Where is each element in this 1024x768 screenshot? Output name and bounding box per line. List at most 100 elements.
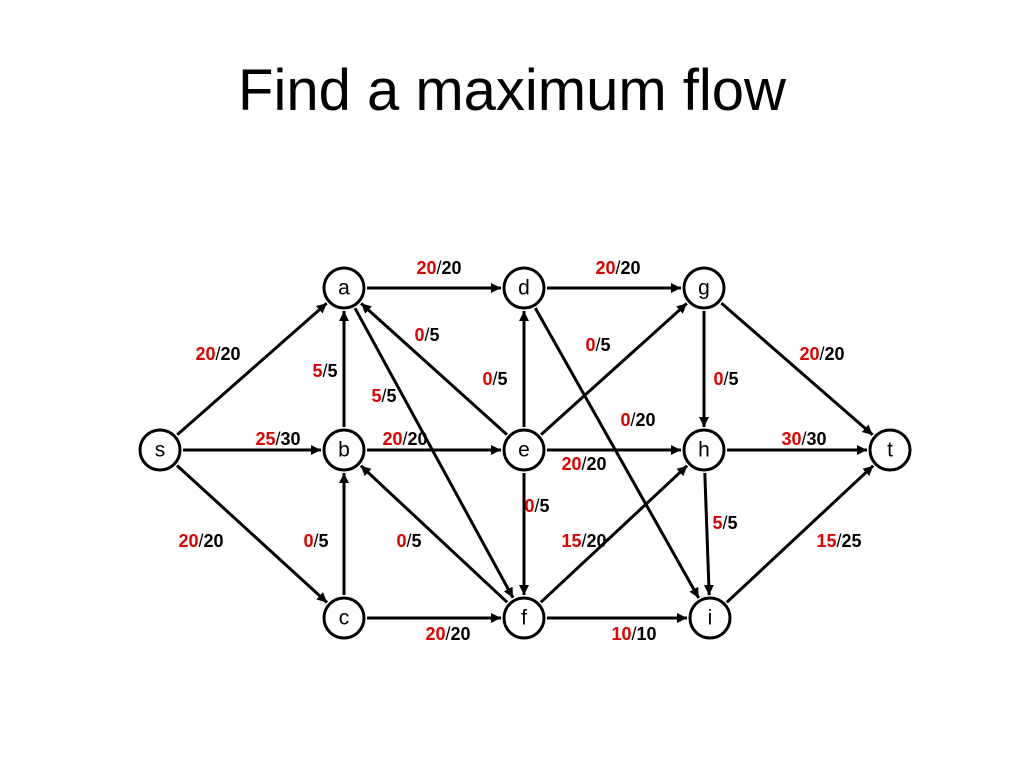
edge-separator-i-t: / <box>836 531 841 551</box>
edge-capacity-f-b: 5 <box>412 531 422 551</box>
edge-flow-h-t: 30 <box>781 429 801 449</box>
node-s: s <box>138 428 182 472</box>
edge-separator-s-c: / <box>198 531 203 551</box>
edge-f-b <box>359 464 509 604</box>
edge-label-d-i: 0/20 <box>620 410 655 430</box>
edge-capacity-g-h: 5 <box>729 369 739 389</box>
node-label-e: e <box>518 439 530 462</box>
edge-flow-f-h: 15 <box>561 531 581 551</box>
node-e: e <box>502 428 546 472</box>
edge-capacity-h-t: 30 <box>807 429 827 449</box>
edge-separator-b-e: / <box>402 429 407 449</box>
edge-label-f-h: 15/20 <box>561 531 606 551</box>
edge-separator-f-b: / <box>406 531 411 551</box>
node-circle-f <box>502 596 546 640</box>
edge-flow-s-c: 20 <box>178 531 198 551</box>
node-label-a: a <box>338 277 350 300</box>
edge-capacity-a-f: 5 <box>387 386 397 406</box>
edge-d-i <box>533 307 701 599</box>
edge-separator-s-b: / <box>275 429 280 449</box>
edge-g-t <box>720 301 874 437</box>
edge-label-b-a: 5/5 <box>312 361 337 381</box>
node-circle-s <box>138 428 182 472</box>
edge-separator-e-g: / <box>595 335 600 355</box>
edge-flow-e-f: 0 <box>524 496 534 516</box>
node-circle-h <box>682 428 726 472</box>
edge-separator-b-a: / <box>322 361 327 381</box>
node-label-i: i <box>708 607 713 630</box>
edge-capacity-h-i: 5 <box>728 513 738 533</box>
edge-capacity-f-i: 10 <box>637 624 657 644</box>
node-t: t <box>868 428 912 472</box>
edge-separator-c-b: / <box>313 531 318 551</box>
node-circle-c <box>322 596 366 640</box>
edge-capacity-a-d: 20 <box>442 258 462 278</box>
edge-capacity-f-h: 20 <box>587 531 607 551</box>
edge-separator-g-h: / <box>723 369 728 389</box>
edge-label-h-i: 5/5 <box>712 513 737 533</box>
edge-capacity-e-h: 20 <box>587 454 607 474</box>
edge-capacity-b-a: 5 <box>328 361 338 381</box>
node-g: g <box>682 266 726 310</box>
edge-flow-h-i: 5 <box>712 513 722 533</box>
edge-separator-s-a: / <box>215 344 220 364</box>
edge-flow-b-e: 20 <box>382 429 402 449</box>
edge-label-s-a: 20/20 <box>195 344 240 364</box>
edge-capacity-s-b: 30 <box>281 429 301 449</box>
edge-h-i <box>703 472 714 596</box>
edge-separator-f-i: / <box>631 624 636 644</box>
edge-flow-d-i: 0 <box>620 410 630 430</box>
edge-separator-h-i: / <box>722 513 727 533</box>
edge-label-e-f: 0/5 <box>524 496 549 516</box>
edge-capacity-d-g: 20 <box>621 258 641 278</box>
node-label-t: t <box>887 439 893 462</box>
node-circle-b <box>322 428 366 472</box>
edge-label-f-b: 0/5 <box>396 531 421 551</box>
edge-label-e-a: 0/5 <box>414 325 439 345</box>
node-circle-e <box>502 428 546 472</box>
edge-separator-c-f: / <box>445 624 450 644</box>
edge-capacity-i-t: 25 <box>842 531 862 551</box>
edge-label-h-t: 30/30 <box>781 429 826 449</box>
node-b: b <box>322 428 366 472</box>
node-f: f <box>502 596 546 640</box>
slide-title: Find a maximum flow <box>238 58 786 123</box>
node-a: a <box>322 266 366 310</box>
node-circle-d <box>502 266 546 310</box>
node-c: c <box>322 596 366 640</box>
node-label-g: g <box>698 277 710 300</box>
node-label-h: h <box>698 439 710 462</box>
edge-separator-h-t: / <box>801 429 806 449</box>
edge-capacity-e-f: 5 <box>540 496 550 516</box>
edge-label-e-h: 20/20 <box>561 454 606 474</box>
node-i: i <box>688 596 732 640</box>
edge-flow-f-b: 0 <box>396 531 406 551</box>
edge-flow-a-d: 20 <box>416 258 436 278</box>
edge-flow-s-a: 20 <box>195 344 215 364</box>
edge-capacity-g-t: 20 <box>825 344 845 364</box>
edge-flow-e-g: 0 <box>585 335 595 355</box>
node-h: h <box>682 428 726 472</box>
edge-label-s-b: 25/30 <box>255 429 300 449</box>
edge-separator-a-f: / <box>381 386 386 406</box>
edge-a-f <box>353 307 515 599</box>
edge-separator-g-t: / <box>819 344 824 364</box>
node-label-s: s <box>155 439 166 462</box>
edge-e-g <box>540 302 688 436</box>
node-label-c: c <box>339 607 350 630</box>
edge-separator-e-f: / <box>534 496 539 516</box>
edge-label-c-b: 0/5 <box>303 531 328 551</box>
edge-label-b-e: 20/20 <box>382 429 427 449</box>
edge-f-h <box>539 464 689 604</box>
edge-capacity-e-g: 5 <box>601 335 611 355</box>
edge-flow-c-b: 0 <box>303 531 313 551</box>
edge-label-a-f: 5/5 <box>371 386 396 406</box>
node-circle-a <box>322 266 366 310</box>
edge-e-a <box>360 302 508 436</box>
edge-flow-i-t: 15 <box>816 531 836 551</box>
edge-flow-g-t: 20 <box>799 344 819 364</box>
edges-layer <box>175 283 875 623</box>
edge-label-g-t: 20/20 <box>799 344 844 364</box>
